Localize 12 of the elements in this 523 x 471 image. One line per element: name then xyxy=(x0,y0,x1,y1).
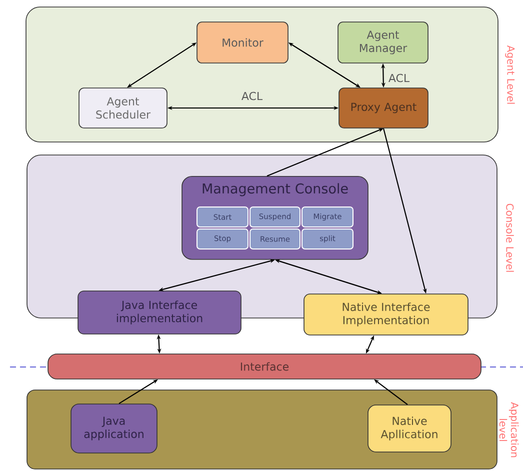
process-box: Java Interface implementation xyxy=(78,290,242,334)
process-box: Monitor xyxy=(196,22,288,64)
level-label: Console Level xyxy=(506,204,514,272)
interface-bar: Interface xyxy=(48,354,482,380)
level-label: Application level xyxy=(499,402,519,458)
process-box: Native Interface Implementation xyxy=(304,294,468,336)
process-box: Native Apllication xyxy=(368,404,452,452)
process-box: Proxy Agent xyxy=(338,88,428,128)
level-label: Agent Level xyxy=(505,45,515,104)
process-box: Agent Manager xyxy=(338,22,428,64)
process-box: Agent Scheduler xyxy=(78,88,168,128)
process-box: Java application xyxy=(70,404,158,454)
